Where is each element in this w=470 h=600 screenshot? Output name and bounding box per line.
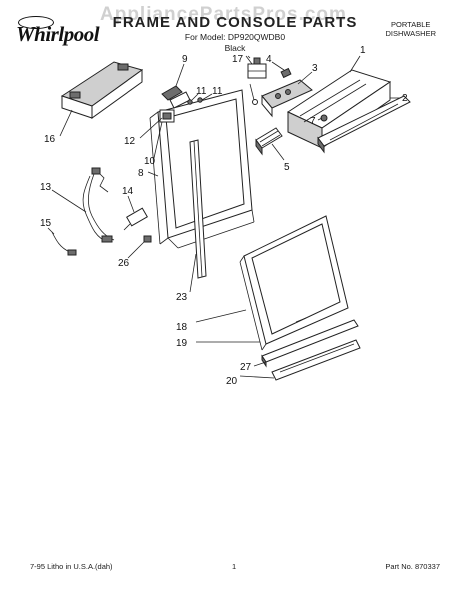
part-8-frame xyxy=(149,89,255,249)
part-15-connector xyxy=(51,231,77,256)
callout-5: 5 xyxy=(284,162,290,173)
part-26-clip xyxy=(143,235,152,243)
model-number: For Model: DP920QWDB0 xyxy=(184,32,286,42)
product-type: PORTABLE DISHWASHER xyxy=(385,20,436,38)
callout-18: 18 xyxy=(176,322,188,333)
page-title: FRAME AND CONSOLE PARTS xyxy=(112,14,358,31)
part-17-switch xyxy=(247,57,267,105)
part-4-clip xyxy=(280,67,292,79)
product-type-line1: PORTABLE xyxy=(391,20,431,29)
callout-15: 15 xyxy=(40,218,52,229)
part-3-control-module xyxy=(261,79,313,118)
callout-1: 1 xyxy=(360,45,366,56)
callout-numbers: 1 2 3 4 5 7 8 9 10 11 11 12 13 14 15 16 … xyxy=(40,45,408,387)
part-13-wire-harness xyxy=(82,167,115,243)
part-23-side-trim xyxy=(189,139,207,279)
part-27-lower-trim xyxy=(261,319,359,368)
callout-17: 17 xyxy=(232,54,244,65)
callout-2: 2 xyxy=(402,93,408,104)
callout-8: 8 xyxy=(138,168,144,179)
brand-logo-ring xyxy=(18,16,54,29)
callout-9: 9 xyxy=(182,54,188,65)
part-12-latch xyxy=(159,109,175,123)
footer-part-number: Part No. 870337 xyxy=(385,562,440,571)
watermark: AppliancePartsPros.com xyxy=(100,4,347,25)
callout-23: 23 xyxy=(176,292,188,303)
callout-7: 7 xyxy=(310,116,316,127)
callout-3: 3 xyxy=(312,63,318,74)
callout-11b: 11 xyxy=(212,86,223,97)
leader-lines xyxy=(47,55,400,379)
callout-26: 26 xyxy=(118,258,130,269)
callout-13: 13 xyxy=(40,182,52,193)
brand-logo: Whirlpool xyxy=(16,22,100,46)
callout-11a: 11 xyxy=(196,86,207,97)
product-type-line2: DISHWASHER xyxy=(385,29,436,38)
part-18-door-panel xyxy=(239,215,349,351)
part-14-switch xyxy=(123,207,148,231)
callout-19: 19 xyxy=(176,338,188,349)
callout-20: 20 xyxy=(226,376,238,387)
model-color: Black xyxy=(224,43,246,53)
callout-4: 4 xyxy=(266,54,272,65)
part-7-screw xyxy=(320,114,328,122)
callout-12: 12 xyxy=(124,136,136,147)
callout-27: 27 xyxy=(240,362,252,373)
footer-litho: 7-95 Litho in U.S.A.(dah) xyxy=(30,562,113,571)
callout-10: 10 xyxy=(144,156,156,167)
footer-page-number: 1 xyxy=(232,562,237,571)
part-20-toe-strip xyxy=(271,339,361,381)
part-2-console-trim xyxy=(317,95,411,154)
part-5-button-assembly xyxy=(255,127,283,156)
part-16-latch-assembly xyxy=(60,61,144,119)
callout-14: 14 xyxy=(122,186,134,197)
callout-16: 16 xyxy=(44,134,56,145)
